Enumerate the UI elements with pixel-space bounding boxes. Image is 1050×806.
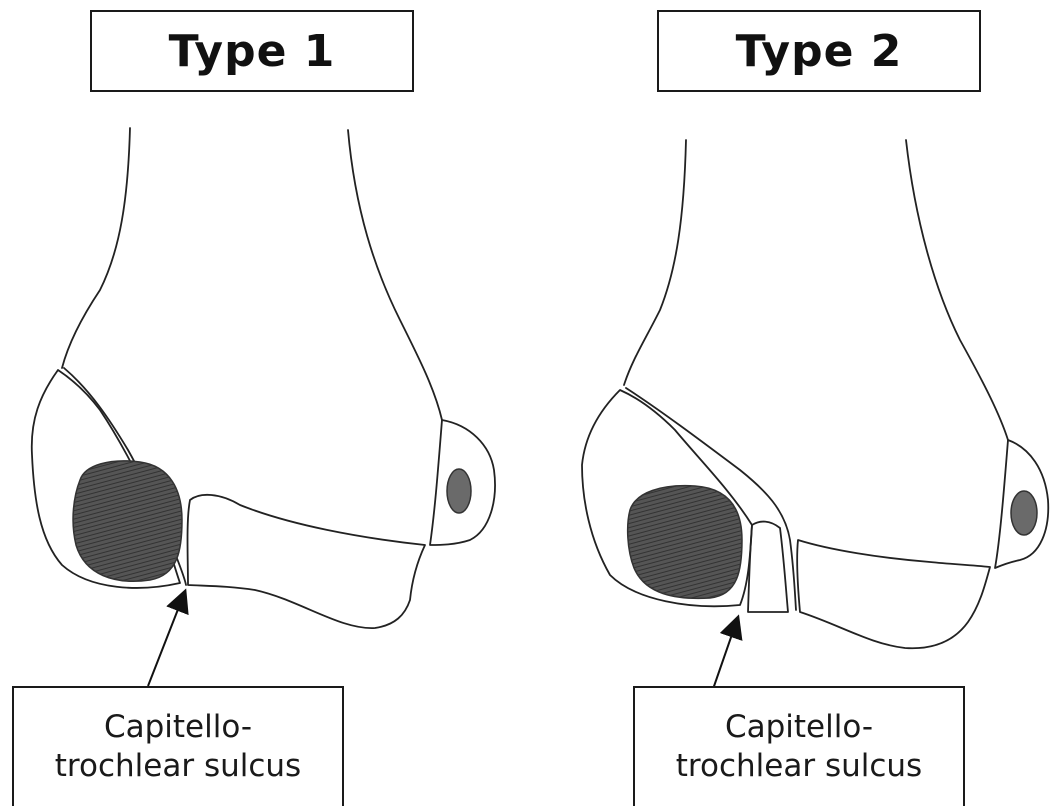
type2-sulcus-label: Capitello- trochlear sulcus [633, 686, 965, 806]
type1-shaft-left [62, 128, 130, 368]
type2-trochlea [797, 540, 990, 648]
type1-epicondyle-spot [447, 469, 471, 513]
type1-label-line2: trochlear sulcus [55, 747, 301, 786]
type1-title: Type 1 [90, 10, 414, 92]
type1-arrow [148, 594, 184, 686]
type2-label-line2: trochlear sulcus [676, 747, 922, 786]
type2-arrow [712, 620, 737, 692]
type2-trochlear-fragment [748, 522, 788, 612]
type2-epicondyle-spot [1011, 491, 1037, 535]
type1-humerus [32, 128, 495, 628]
type2-shaft-right [906, 140, 1008, 440]
type2-humerus [582, 140, 1048, 648]
type1-label-line1: Capitello- [104, 708, 252, 747]
type1-shaft-right [348, 130, 442, 420]
type1-sulcus-label: Capitello- trochlear sulcus [12, 686, 344, 806]
type2-title: Type 2 [657, 10, 981, 92]
type2-shaft-left [624, 140, 686, 385]
type2-label-line1: Capitello- [725, 708, 873, 747]
type1-trochlea [188, 495, 426, 628]
type1-capitellum-shade [73, 461, 182, 581]
type2-capitellum-shade [628, 486, 742, 599]
